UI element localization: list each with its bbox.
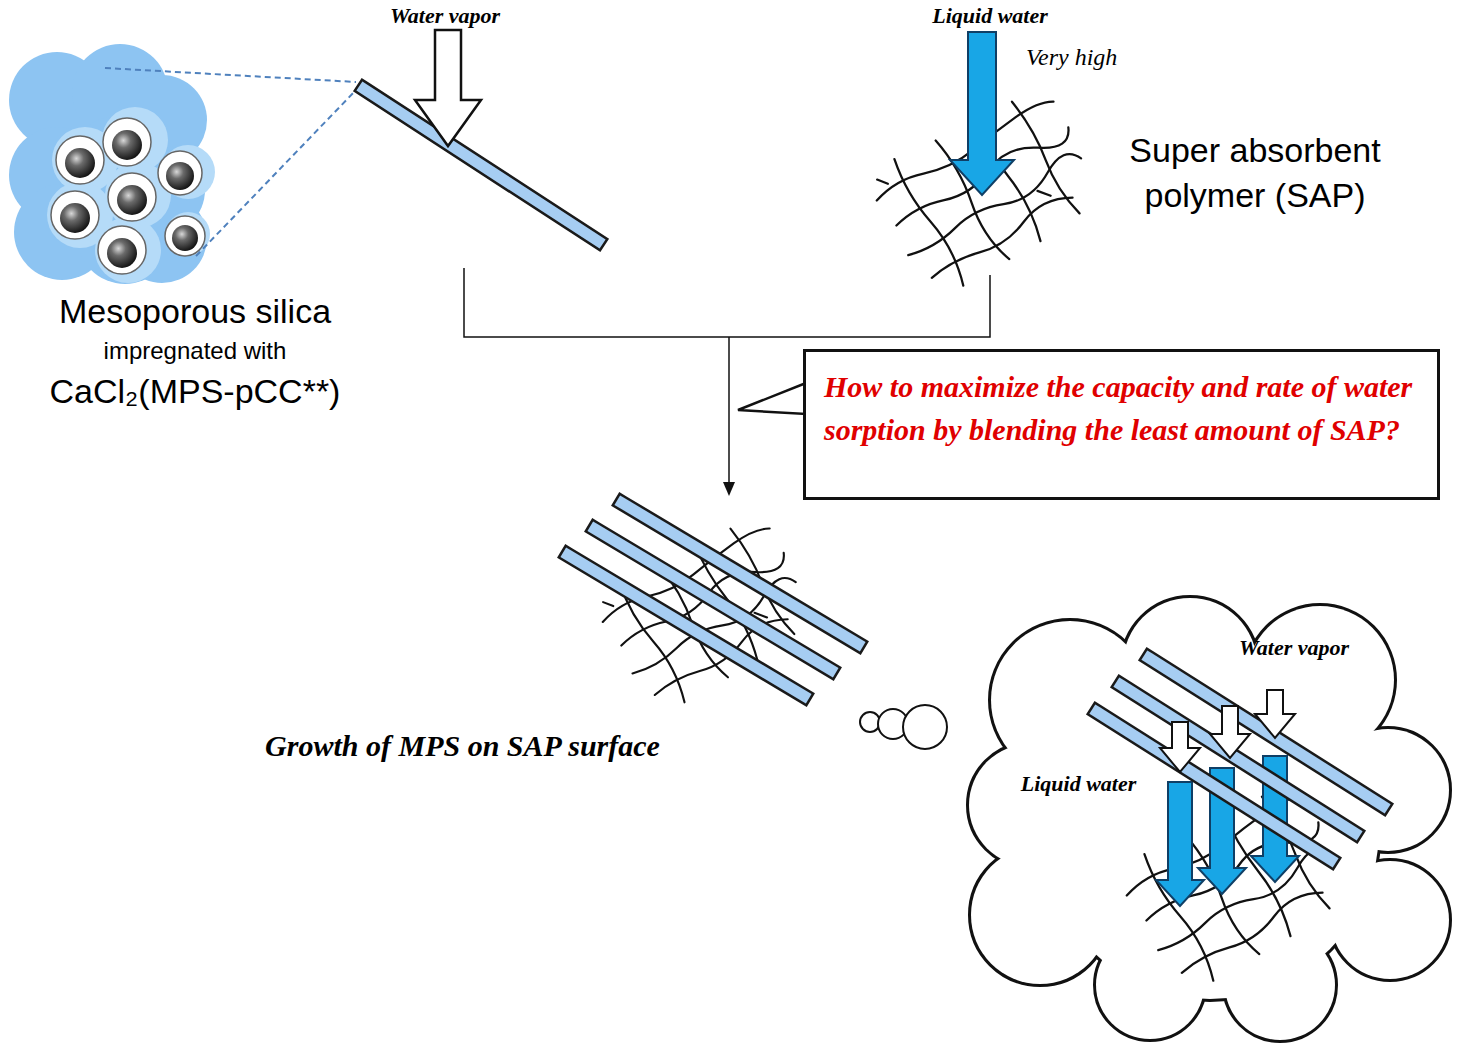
mesoporous-silica-figure — [51, 118, 205, 274]
arrow-label: Liquid water — [905, 4, 1075, 28]
mesoporous-silica-figure — [158, 151, 202, 195]
composite-bars — [568, 503, 858, 696]
callout-question: How to maximize the capacity and rate of… — [824, 366, 1419, 452]
figure-caption: Growth of MPS on SAP surface — [190, 729, 735, 764]
mesoporous-silica-figure — [65, 148, 95, 178]
mesoporous-silica-figure — [166, 212, 210, 256]
thought-cloud — [962, 590, 1457, 1045]
mesoporous-silica-figure — [103, 118, 151, 166]
thought-cloud — [968, 597, 1450, 1041]
zoom-line — [196, 88, 358, 256]
mesoporous-silica-figure — [47, 107, 215, 283]
mesoporous-silica-figure — [9, 44, 207, 284]
mesoporous-silica-figure — [60, 203, 90, 233]
thought-cloud: Water vaporLiquid water — [962, 590, 1457, 1045]
composite-bars — [568, 555, 804, 696]
mesoporous-silica-figure — [107, 238, 137, 268]
material-label: Mesoporous silica — [25, 292, 365, 331]
material-label: CaCl₂(MPS-pCC**) — [25, 372, 365, 411]
zoom-line — [105, 68, 358, 256]
thought-cloud — [968, 597, 1450, 1041]
mesoporous-silica-figure — [9, 44, 215, 284]
thought-bubbles — [903, 705, 947, 749]
mesoporous-silica-figure — [172, 225, 198, 251]
note-label: Very high — [1026, 44, 1156, 70]
mesoporous-silica-figure — [112, 130, 142, 160]
arrow-label: Water vapor — [1214, 636, 1374, 660]
mesoporous-silica-figure — [60, 130, 198, 268]
thought-cloud — [1160, 722, 1200, 772]
thought-cloud — [1121, 685, 1355, 833]
mesoporous-silica-figure — [117, 185, 147, 215]
thought-cloud — [1160, 690, 1295, 772]
vapor-arrow — [415, 30, 481, 146]
composite-bars — [568, 555, 804, 696]
thought-bubbles — [860, 712, 880, 732]
thought-cloud — [1156, 782, 1204, 906]
arrow-label: Liquid water — [996, 772, 1161, 796]
mesoporous-silica-figure — [51, 191, 99, 239]
material-label: impregnated with — [45, 337, 345, 365]
mesoporous-silica-figure — [98, 226, 146, 274]
thought-cloud — [969, 598, 1449, 1040]
zoom-line — [105, 68, 356, 82]
material-label: Super absorbent polymer (SAP) — [1105, 128, 1405, 218]
thought-cloud — [1040, 660, 1380, 1000]
merge-bracket — [464, 268, 990, 337]
arrow-label: Water vapor — [370, 4, 520, 28]
mps-bar — [364, 89, 598, 241]
thought-cloud — [1121, 685, 1355, 833]
thought-bubbles — [860, 705, 947, 749]
mesoporous-silica-figure — [165, 216, 205, 256]
mesoporous-silica-figure — [166, 162, 194, 190]
mps-bar — [364, 89, 598, 241]
thought-cloud — [1255, 690, 1295, 738]
arrow-head — [723, 482, 735, 496]
liquid-arrow — [950, 32, 1014, 195]
thought-cloud — [1210, 706, 1250, 758]
mps-bar — [364, 89, 598, 241]
thought-cloud — [1041, 661, 1379, 999]
mesoporous-silica-figure — [95, 217, 161, 283]
callout-tail — [738, 383, 806, 414]
merge-bracket — [728, 337, 730, 484]
mesoporous-silica-figure — [56, 136, 104, 184]
callout-box: How to maximize the capacity and rate of… — [803, 349, 1440, 500]
mesoporous-silica-figure — [108, 173, 156, 221]
